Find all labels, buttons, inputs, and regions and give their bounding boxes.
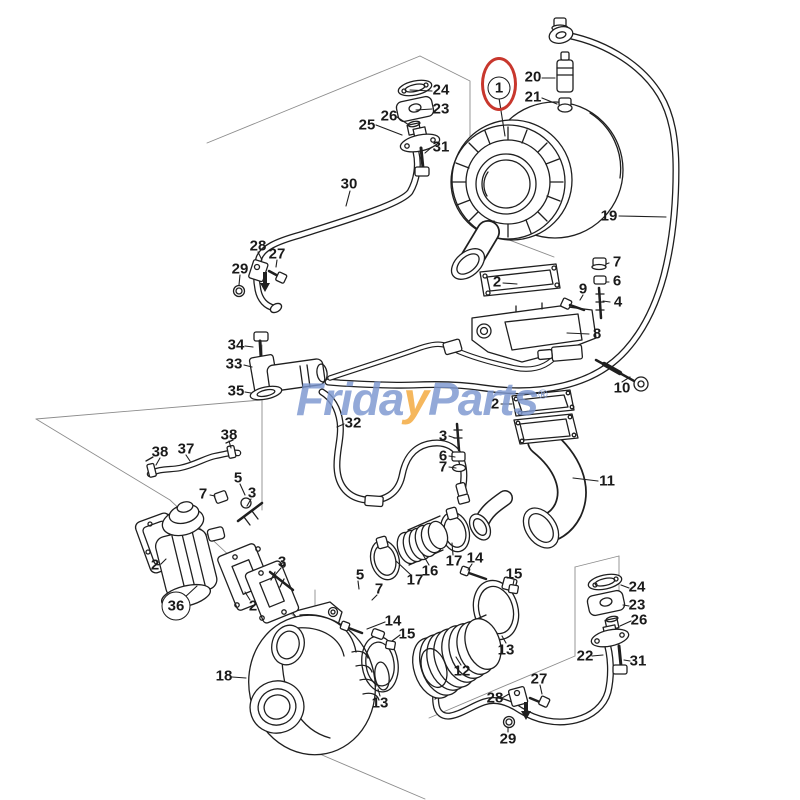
turbocharger-1 xyxy=(450,17,624,280)
v-clamp-13-left xyxy=(339,620,399,693)
exhaust-elbow-11 xyxy=(451,389,587,549)
oil-hose-19 xyxy=(324,30,680,395)
oil-drain-22-assembly xyxy=(428,573,630,729)
turbocharger-18 xyxy=(248,601,390,756)
breather-hose-37 xyxy=(145,439,242,478)
oil-return-hose-32 xyxy=(318,388,471,508)
bracket-8-group xyxy=(471,257,649,392)
oil-pipe-30-assembly xyxy=(232,79,441,314)
oil-feed-pipe xyxy=(327,338,561,381)
leader-lines xyxy=(155,77,667,733)
bellows-12-group xyxy=(412,565,520,700)
bellows-16-group xyxy=(369,490,513,581)
highlight-annotation-oval xyxy=(481,57,517,111)
actuator-36-assembly xyxy=(134,490,300,624)
oil-fitting-33-assembly xyxy=(248,331,328,401)
